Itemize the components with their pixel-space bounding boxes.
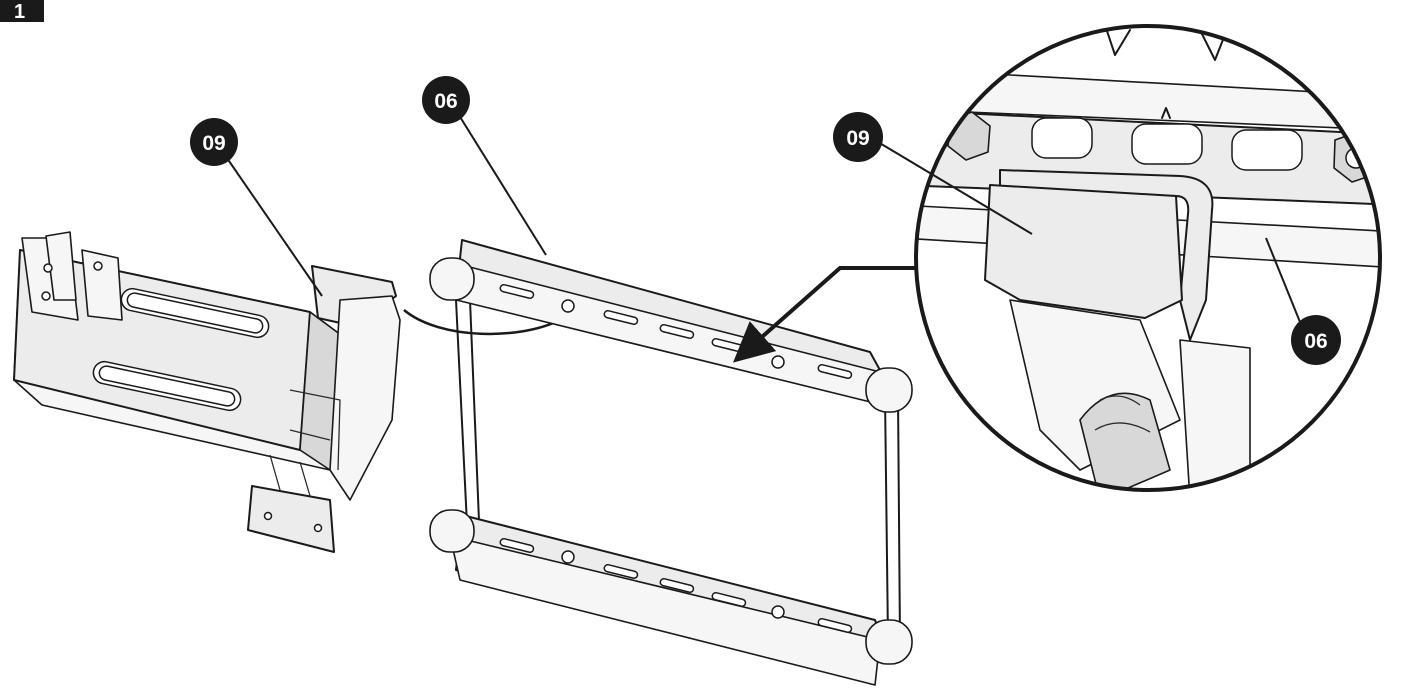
callout-plate-label: 06 — [434, 90, 457, 113]
callout-detail-plate-label: 06 — [1304, 330, 1327, 353]
arm-assembly — [13, 231, 401, 553]
callout-plate: 06 — [422, 76, 547, 256]
step-number: 1 — [14, 1, 25, 23]
wall-plate — [429, 239, 913, 686]
callout-arm: 09 — [190, 118, 323, 297]
detail-view — [914, 24, 1382, 492]
callout-detail-arm: 09 — [833, 112, 1033, 235]
step-indicator: 1 — [0, 0, 44, 23]
callout-arm-label: 09 — [202, 132, 225, 155]
callout-detail-plate: 06 — [1265, 237, 1341, 365]
callout-detail-arm-label: 09 — [846, 127, 869, 150]
detail-pointer-arrow — [733, 266, 920, 363]
